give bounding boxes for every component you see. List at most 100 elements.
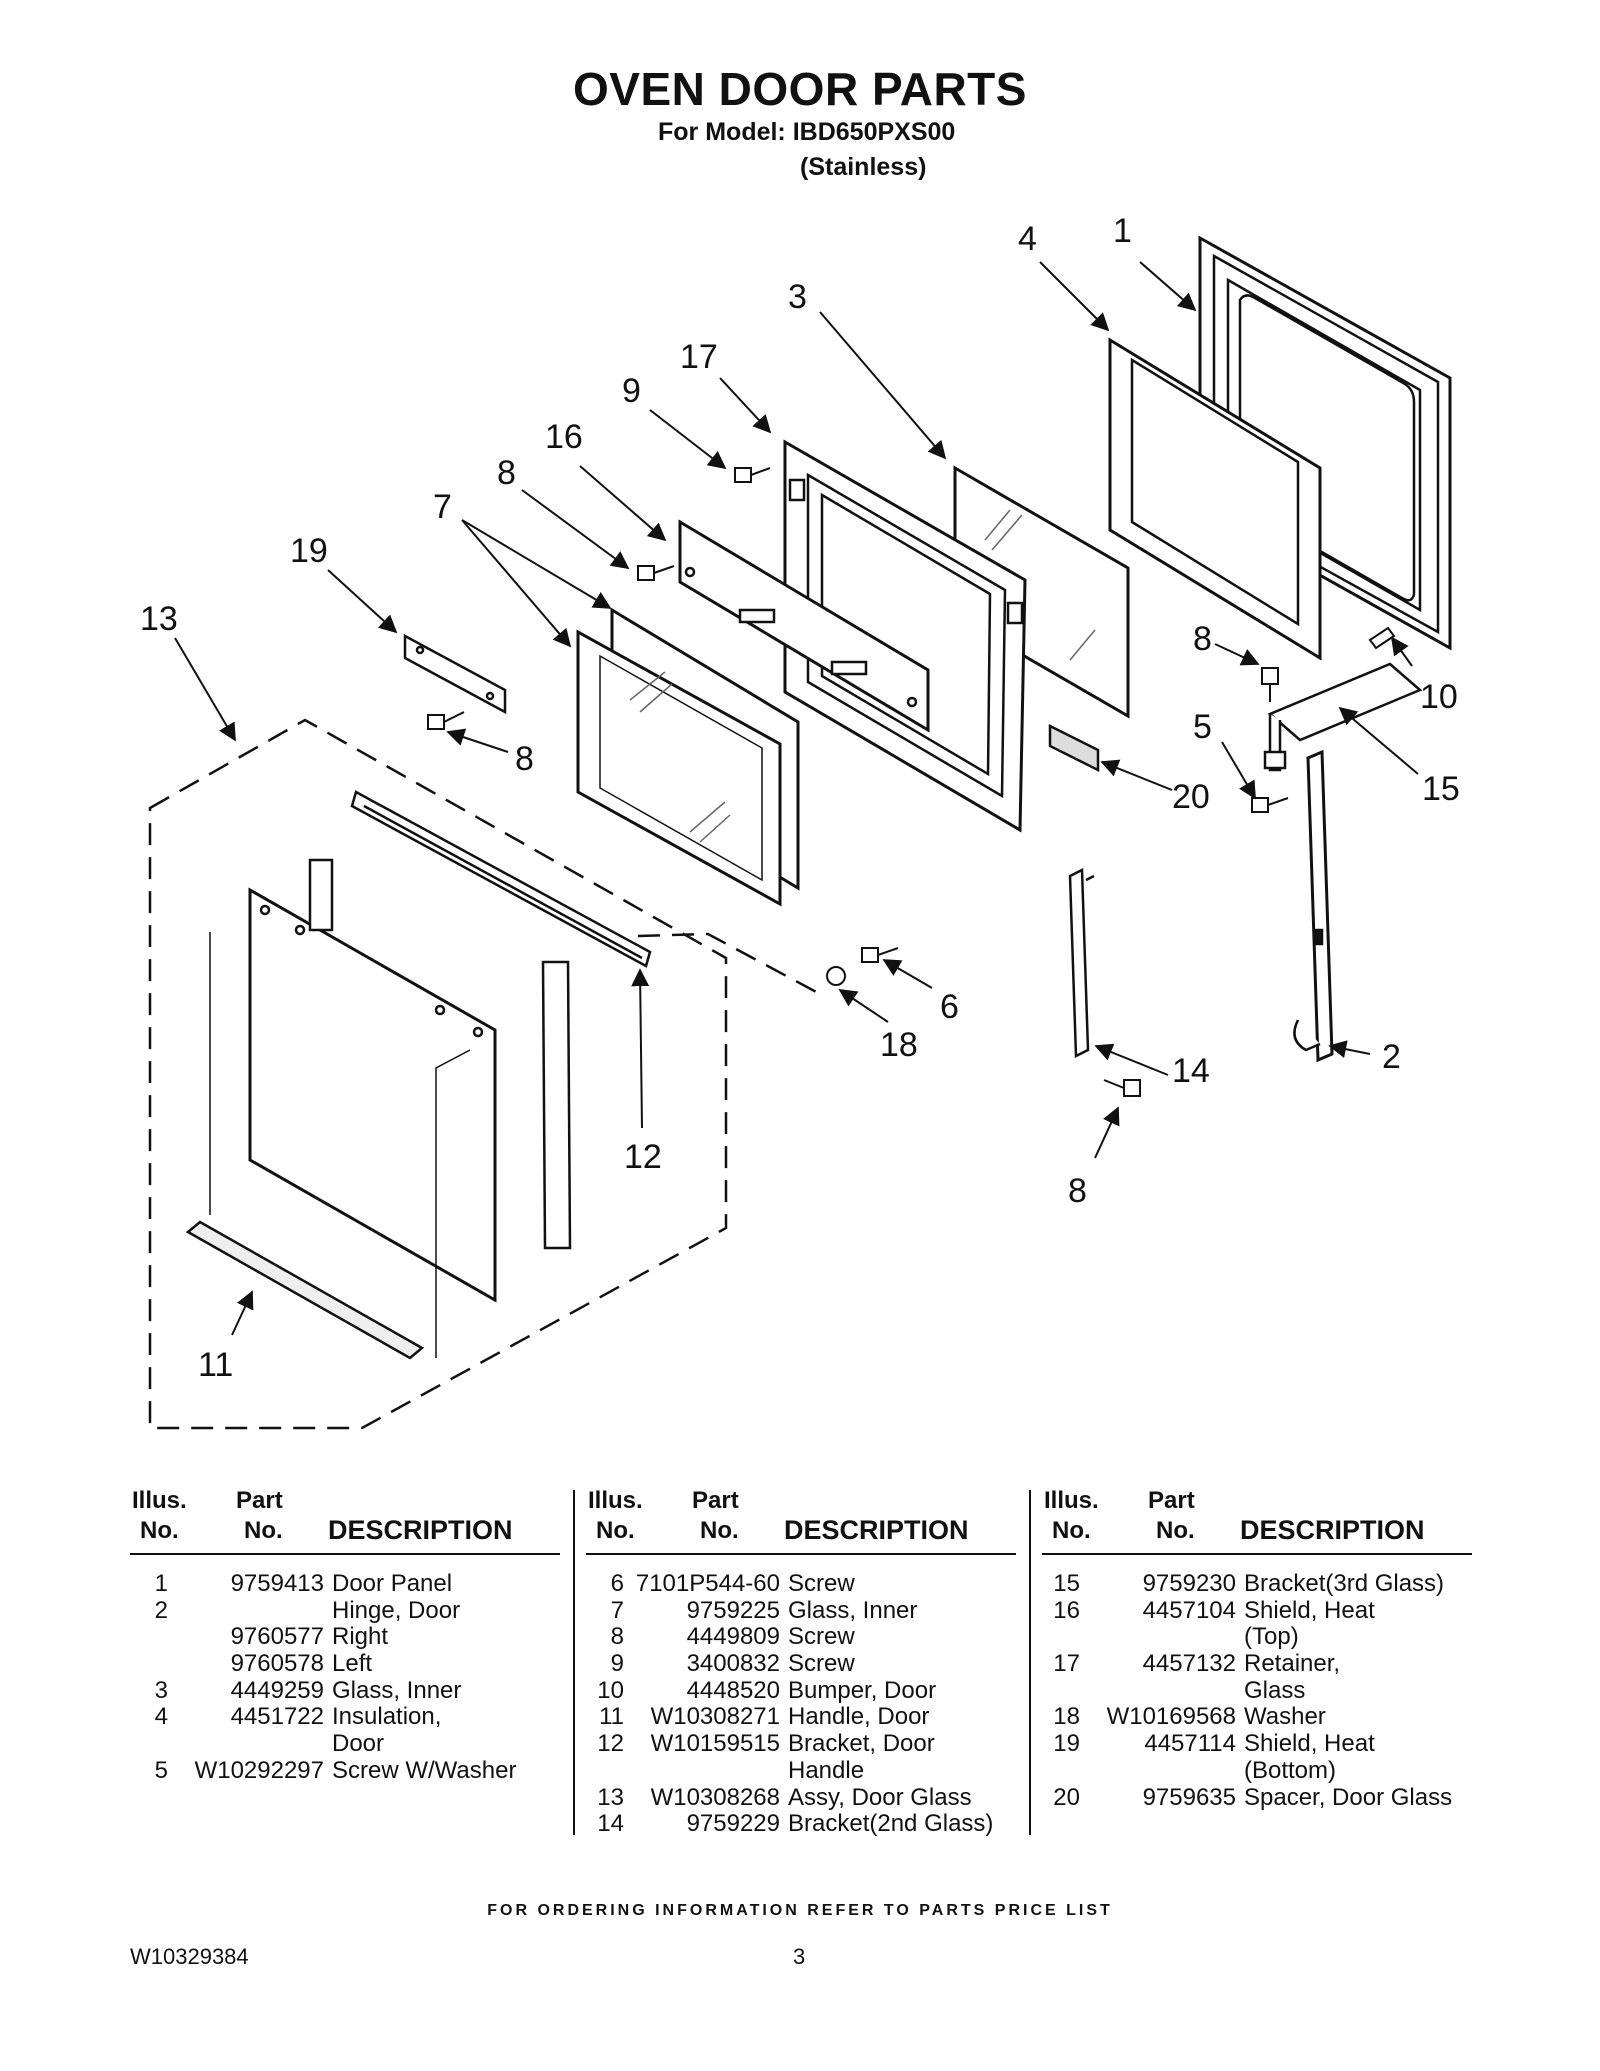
col-illus-no: No. bbox=[1052, 1517, 1091, 1544]
part-description: Bumper, Door bbox=[788, 1676, 937, 1704]
illus-number: 6 bbox=[610, 1570, 624, 1597]
part-number: W10159515 bbox=[650, 1730, 780, 1758]
part-description: Glass bbox=[1244, 1676, 1306, 1704]
part-description: (Top) bbox=[1244, 1623, 1299, 1651]
part-number: 4457132 bbox=[1142, 1650, 1236, 1678]
bracket-2nd-glass-part bbox=[1068, 868, 1095, 1058]
callout-13: 13 bbox=[140, 600, 178, 638]
part-description: Glass, Inner bbox=[332, 1676, 462, 1704]
callout-15: 15 bbox=[1422, 770, 1460, 808]
col-part-no: No. bbox=[1156, 1517, 1195, 1544]
illus-number: 8 bbox=[610, 1623, 624, 1651]
part-description: Screw bbox=[788, 1623, 855, 1651]
part-description: Spacer, Door Glass bbox=[1244, 1783, 1453, 1811]
callout-3: 3 bbox=[788, 278, 807, 316]
part-description: Washer bbox=[1244, 1703, 1326, 1731]
spacer-door-glass-part bbox=[1048, 723, 1100, 773]
insulation-door-part bbox=[1108, 337, 1322, 661]
illus-number: 16 bbox=[1053, 1596, 1080, 1624]
illus-number: 17 bbox=[1053, 1650, 1080, 1678]
illus-number: 10 bbox=[597, 1676, 624, 1704]
part-description: Shield, Heat bbox=[1244, 1596, 1375, 1624]
illus-number: 19 bbox=[1053, 1730, 1080, 1758]
part-description: Assy, Door Glass bbox=[788, 1783, 972, 1811]
part-number: 4449259 bbox=[230, 1676, 324, 1704]
col-part: Part bbox=[1148, 1487, 1195, 1514]
illus-number: 4 bbox=[154, 1703, 168, 1731]
callout-2: 2 bbox=[1382, 1038, 1401, 1076]
part-description: Hinge, Door bbox=[332, 1596, 461, 1624]
part-number: 3400832 bbox=[686, 1650, 780, 1678]
callout-12: 12 bbox=[624, 1138, 662, 1176]
part-number: 9759413 bbox=[230, 1570, 324, 1597]
page-title: OVEN DOOR PARTS bbox=[573, 63, 1027, 115]
col-description: DESCRIPTION bbox=[784, 1515, 969, 1545]
illus-number: 2 bbox=[154, 1596, 168, 1624]
col-part: Part bbox=[236, 1487, 283, 1514]
callout-10: 10 bbox=[1420, 678, 1458, 716]
col-description: DESCRIPTION bbox=[1240, 1515, 1425, 1545]
part-number: 9759225 bbox=[686, 1596, 780, 1624]
part-number: 4449809 bbox=[686, 1623, 780, 1651]
model-number: For Model: IBD650PXS00 bbox=[658, 118, 956, 146]
part-number: 4451722 bbox=[230, 1703, 324, 1731]
door-glass-assembly bbox=[148, 718, 821, 1430]
document-number: W10329384 bbox=[130, 1944, 249, 1969]
illus-number: 13 bbox=[597, 1783, 624, 1811]
ordering-note: FOR ORDERING INFORMATION REFER TO PARTS … bbox=[487, 1902, 1113, 1919]
part-description: Bracket, Door bbox=[788, 1730, 935, 1758]
col-illus: Illus. bbox=[588, 1487, 643, 1514]
callout-11: 11 bbox=[198, 1346, 233, 1384]
part-description: Glass, Inner bbox=[788, 1596, 918, 1624]
callout-7: 7 bbox=[433, 488, 452, 526]
part-number: W10169568 bbox=[1106, 1703, 1236, 1731]
part-description: Screw bbox=[788, 1650, 855, 1678]
column-divider bbox=[573, 1490, 575, 1835]
part-number: W10308271 bbox=[650, 1703, 780, 1731]
illus-number: 7 bbox=[610, 1596, 624, 1624]
part-number: 9760578 bbox=[230, 1650, 324, 1678]
col-illus: Illus. bbox=[1044, 1487, 1099, 1514]
illus-number: 12 bbox=[597, 1730, 624, 1758]
callout-labels: 1 4 3 17 9 16 8 7 19 13 8 8 10 5 20 15 6… bbox=[140, 212, 1460, 1384]
part-description: Screw W/Washer bbox=[332, 1756, 517, 1784]
part-number: 9759635 bbox=[1142, 1783, 1236, 1811]
illus-number: 3 bbox=[154, 1676, 168, 1704]
part-description: Shield, Heat bbox=[1244, 1730, 1375, 1758]
leader-arrows bbox=[174, 261, 1419, 1336]
outer-glass-panel bbox=[248, 858, 572, 1303]
illus-number: 14 bbox=[597, 1810, 624, 1838]
model-finish: (Stainless) bbox=[800, 153, 927, 181]
part-number: W10292297 bbox=[194, 1756, 324, 1784]
callout-5: 5 bbox=[1193, 708, 1212, 746]
hinge-door-part bbox=[1293, 749, 1334, 1063]
part-description: Bracket(2nd Glass) bbox=[788, 1810, 994, 1838]
exploded-parts-diagram: 1 4 3 17 9 16 8 7 19 13 8 8 10 5 20 15 6… bbox=[140, 212, 1460, 1430]
part-description: Door Panel bbox=[332, 1570, 453, 1597]
callout-8d: 8 bbox=[1068, 1172, 1087, 1210]
callout-8a: 8 bbox=[497, 454, 516, 492]
part-number: 7101P544-60 bbox=[635, 1570, 780, 1597]
col-part: Part bbox=[692, 1487, 739, 1514]
illus-number: 11 bbox=[599, 1703, 624, 1731]
col-part-no: No. bbox=[700, 1517, 739, 1544]
screws bbox=[427, 467, 1396, 1097]
callout-18: 18 bbox=[880, 1026, 918, 1064]
part-description: Retainer, bbox=[1244, 1650, 1341, 1678]
part-number: W10308268 bbox=[650, 1783, 780, 1811]
illus-number: 1 bbox=[154, 1570, 168, 1597]
part-description: (Bottom) bbox=[1244, 1756, 1337, 1784]
part-description: Insulation, bbox=[332, 1703, 442, 1731]
illus-number: 5 bbox=[154, 1756, 168, 1784]
part-description: Left bbox=[332, 1650, 373, 1678]
callout-4: 4 bbox=[1018, 220, 1037, 258]
col-illus-no: No. bbox=[140, 1517, 179, 1544]
col-description: DESCRIPTION bbox=[328, 1515, 513, 1545]
callout-19: 19 bbox=[290, 532, 328, 570]
col-illus: Illus. bbox=[132, 1487, 187, 1514]
part-description: Handle bbox=[788, 1756, 865, 1784]
illus-number: 20 bbox=[1053, 1783, 1080, 1811]
